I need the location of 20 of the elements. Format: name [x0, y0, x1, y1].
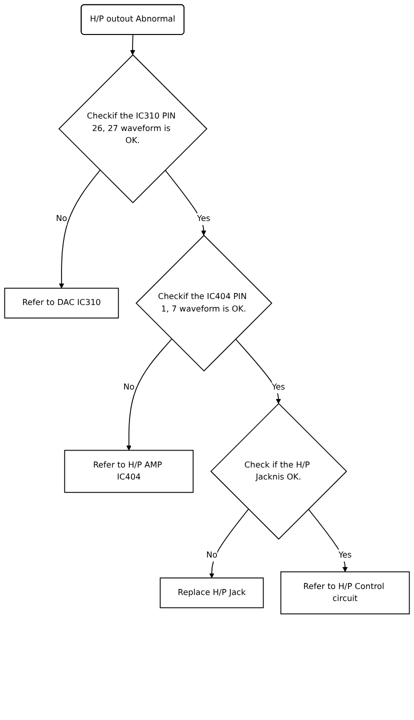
edge-label: No	[206, 550, 218, 560]
node-diamond: Check if the H/P Jacknis OK.	[210, 402, 348, 540]
node-box: Refer to DAC IC310	[4, 288, 119, 318]
edge-label: Yes	[338, 550, 352, 560]
node-box: Refer to H/P Control circuit	[280, 571, 410, 614]
node-diamond: Checkif the IC310 PIN 26, 27 waveform is OK.	[58, 54, 208, 204]
node-box: Refer to H/P AMP IC404	[64, 450, 194, 493]
arrow	[130, 34, 136, 56]
arrow	[164, 170, 206, 236]
arrow	[308, 508, 348, 572]
arrow	[209, 508, 249, 578]
arrow	[126, 338, 172, 451]
arrow	[235, 338, 281, 404]
edge-label: No	[123, 382, 134, 392]
node-diamond: Checkif the IC404 PIN 1, 7 waveform is OK.	[136, 234, 272, 372]
edge-label: Yes	[272, 382, 286, 392]
edge-label: No	[56, 214, 68, 224]
arrow	[58, 170, 100, 288]
node-box: Replace H/P Jack	[160, 578, 264, 608]
edge-label: Yes	[197, 214, 210, 224]
